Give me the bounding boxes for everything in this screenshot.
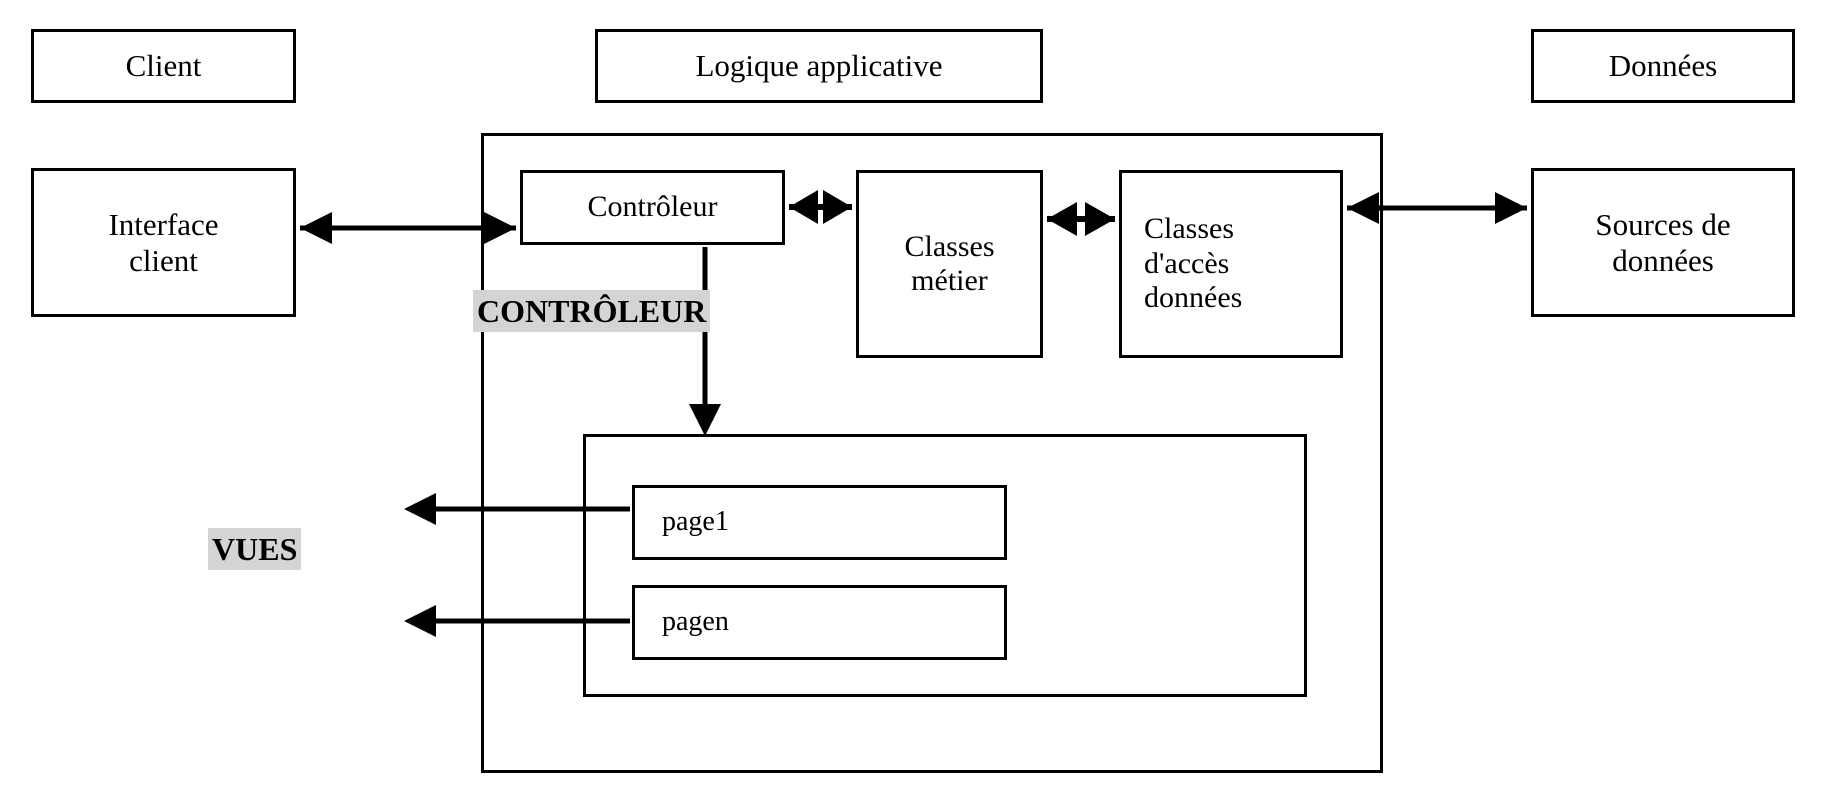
node-interface-client-label-line1: Interface (108, 206, 219, 242)
node-classes-metier: Classes métier (856, 170, 1043, 358)
node-classes-metier-label-line1: Classes (904, 229, 995, 263)
views-container (583, 434, 1307, 697)
node-classes-acces-donnees: Classes d'accès données (1119, 170, 1343, 358)
tag-vues-label: VUES (212, 531, 298, 567)
tag-controleur: CONTRÔLEUR (473, 290, 711, 333)
node-page1-label: page1 (662, 506, 729, 538)
node-classes-metier-label-line2: métier (911, 264, 988, 297)
header-label-client: Client (125, 48, 202, 84)
node-interface-client: Interface client (31, 168, 296, 317)
node-page1: page1 (632, 485, 1007, 560)
node-controleur-label: Contrôleur (587, 190, 718, 224)
node-sources-de-donnees: Sources de données (1531, 168, 1795, 317)
node-sources-label-line1: Sources de (1595, 206, 1731, 242)
header-label-data: Données (1608, 48, 1718, 84)
header-box-data: Données (1531, 29, 1795, 103)
node-pagen-label: pagen (662, 606, 729, 638)
application-logic-container (481, 133, 1383, 773)
node-pagen: pagen (632, 585, 1007, 660)
node-classes-acces-label-line2: d'accès (1144, 246, 1230, 280)
node-classes-acces-label-line1: Classes (1144, 212, 1234, 246)
tag-vues: VUES (208, 528, 302, 571)
node-controleur: Contrôleur (520, 170, 785, 245)
node-classes-acces-label-line3: données (1144, 281, 1243, 315)
header-box-client: Client (31, 29, 296, 103)
header-label-application-logic: Logique applicative (695, 48, 943, 84)
node-sources-label-line2: données (1612, 242, 1714, 278)
tag-controleur-label: CONTRÔLEUR (477, 293, 707, 329)
node-interface-client-label-line2: client (129, 242, 198, 278)
header-box-application-logic: Logique applicative (595, 29, 1043, 103)
